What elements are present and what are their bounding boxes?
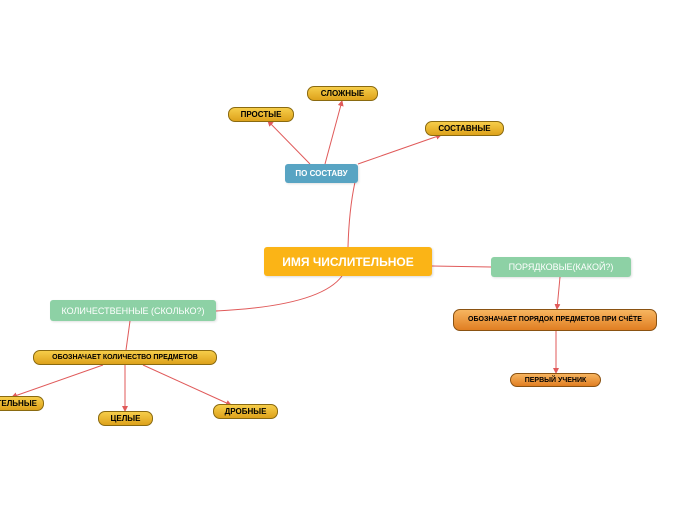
link-central-to-cardinal xyxy=(215,275,343,312)
node-fractional[interactable]: ДРОБНЫЕ xyxy=(213,404,278,419)
link-composition-to-simple xyxy=(267,120,311,165)
topic-cardinal[interactable]: КОЛИЧЕСТВЕННЫЕ (СКОЛЬКО?) xyxy=(50,300,216,321)
central-topic[interactable]: ИМЯ ЧИСЛИТЕЛЬНОЕ xyxy=(264,247,432,276)
link-meaning-to-fractional xyxy=(142,364,232,406)
node-complex[interactable]: СЛОЖНЫЕ xyxy=(307,86,378,101)
link-ordinal-to-meaning xyxy=(554,276,561,310)
link-composition-to-complex xyxy=(324,100,344,165)
node-first-student[interactable]: ПЕРВЫЙ УЧЕНИК xyxy=(510,373,601,387)
node-collective[interactable]: СОБИРАТЕЛЬНЫЕ xyxy=(0,396,44,411)
node-collective-label: СОБИРАТЕЛЬНЫЕ xyxy=(0,399,37,408)
node-simple[interactable]: ПРОСТЫЕ xyxy=(228,107,294,122)
link-central-to-ordinal xyxy=(431,265,492,268)
link-composition-to-compound xyxy=(357,133,442,165)
node-compound[interactable]: СОСТАВНЫЕ xyxy=(425,121,504,136)
node-cardinal-meaning[interactable]: ОБОЗНАЧАЕТ КОЛИЧЕСТВО ПРЕДМЕТОВ xyxy=(33,350,217,365)
link-cardinal-to-meaning xyxy=(125,320,131,351)
link-central-to-composition xyxy=(347,181,356,248)
link-meaning-to-collective xyxy=(11,364,104,399)
node-whole[interactable]: ЦЕЛЫЕ xyxy=(98,411,153,426)
node-ordinal-meaning[interactable]: ОБОЗНАЧАЕТ ПОРЯДОК ПРЕДМЕТОВ ПРИ СЧЁТЕ xyxy=(453,309,657,331)
topic-ordinal[interactable]: ПОРЯДКОВЫЕ(КАКОЙ?) xyxy=(491,257,631,277)
topic-by-composition[interactable]: ПО СОСТАВУ xyxy=(285,164,358,183)
